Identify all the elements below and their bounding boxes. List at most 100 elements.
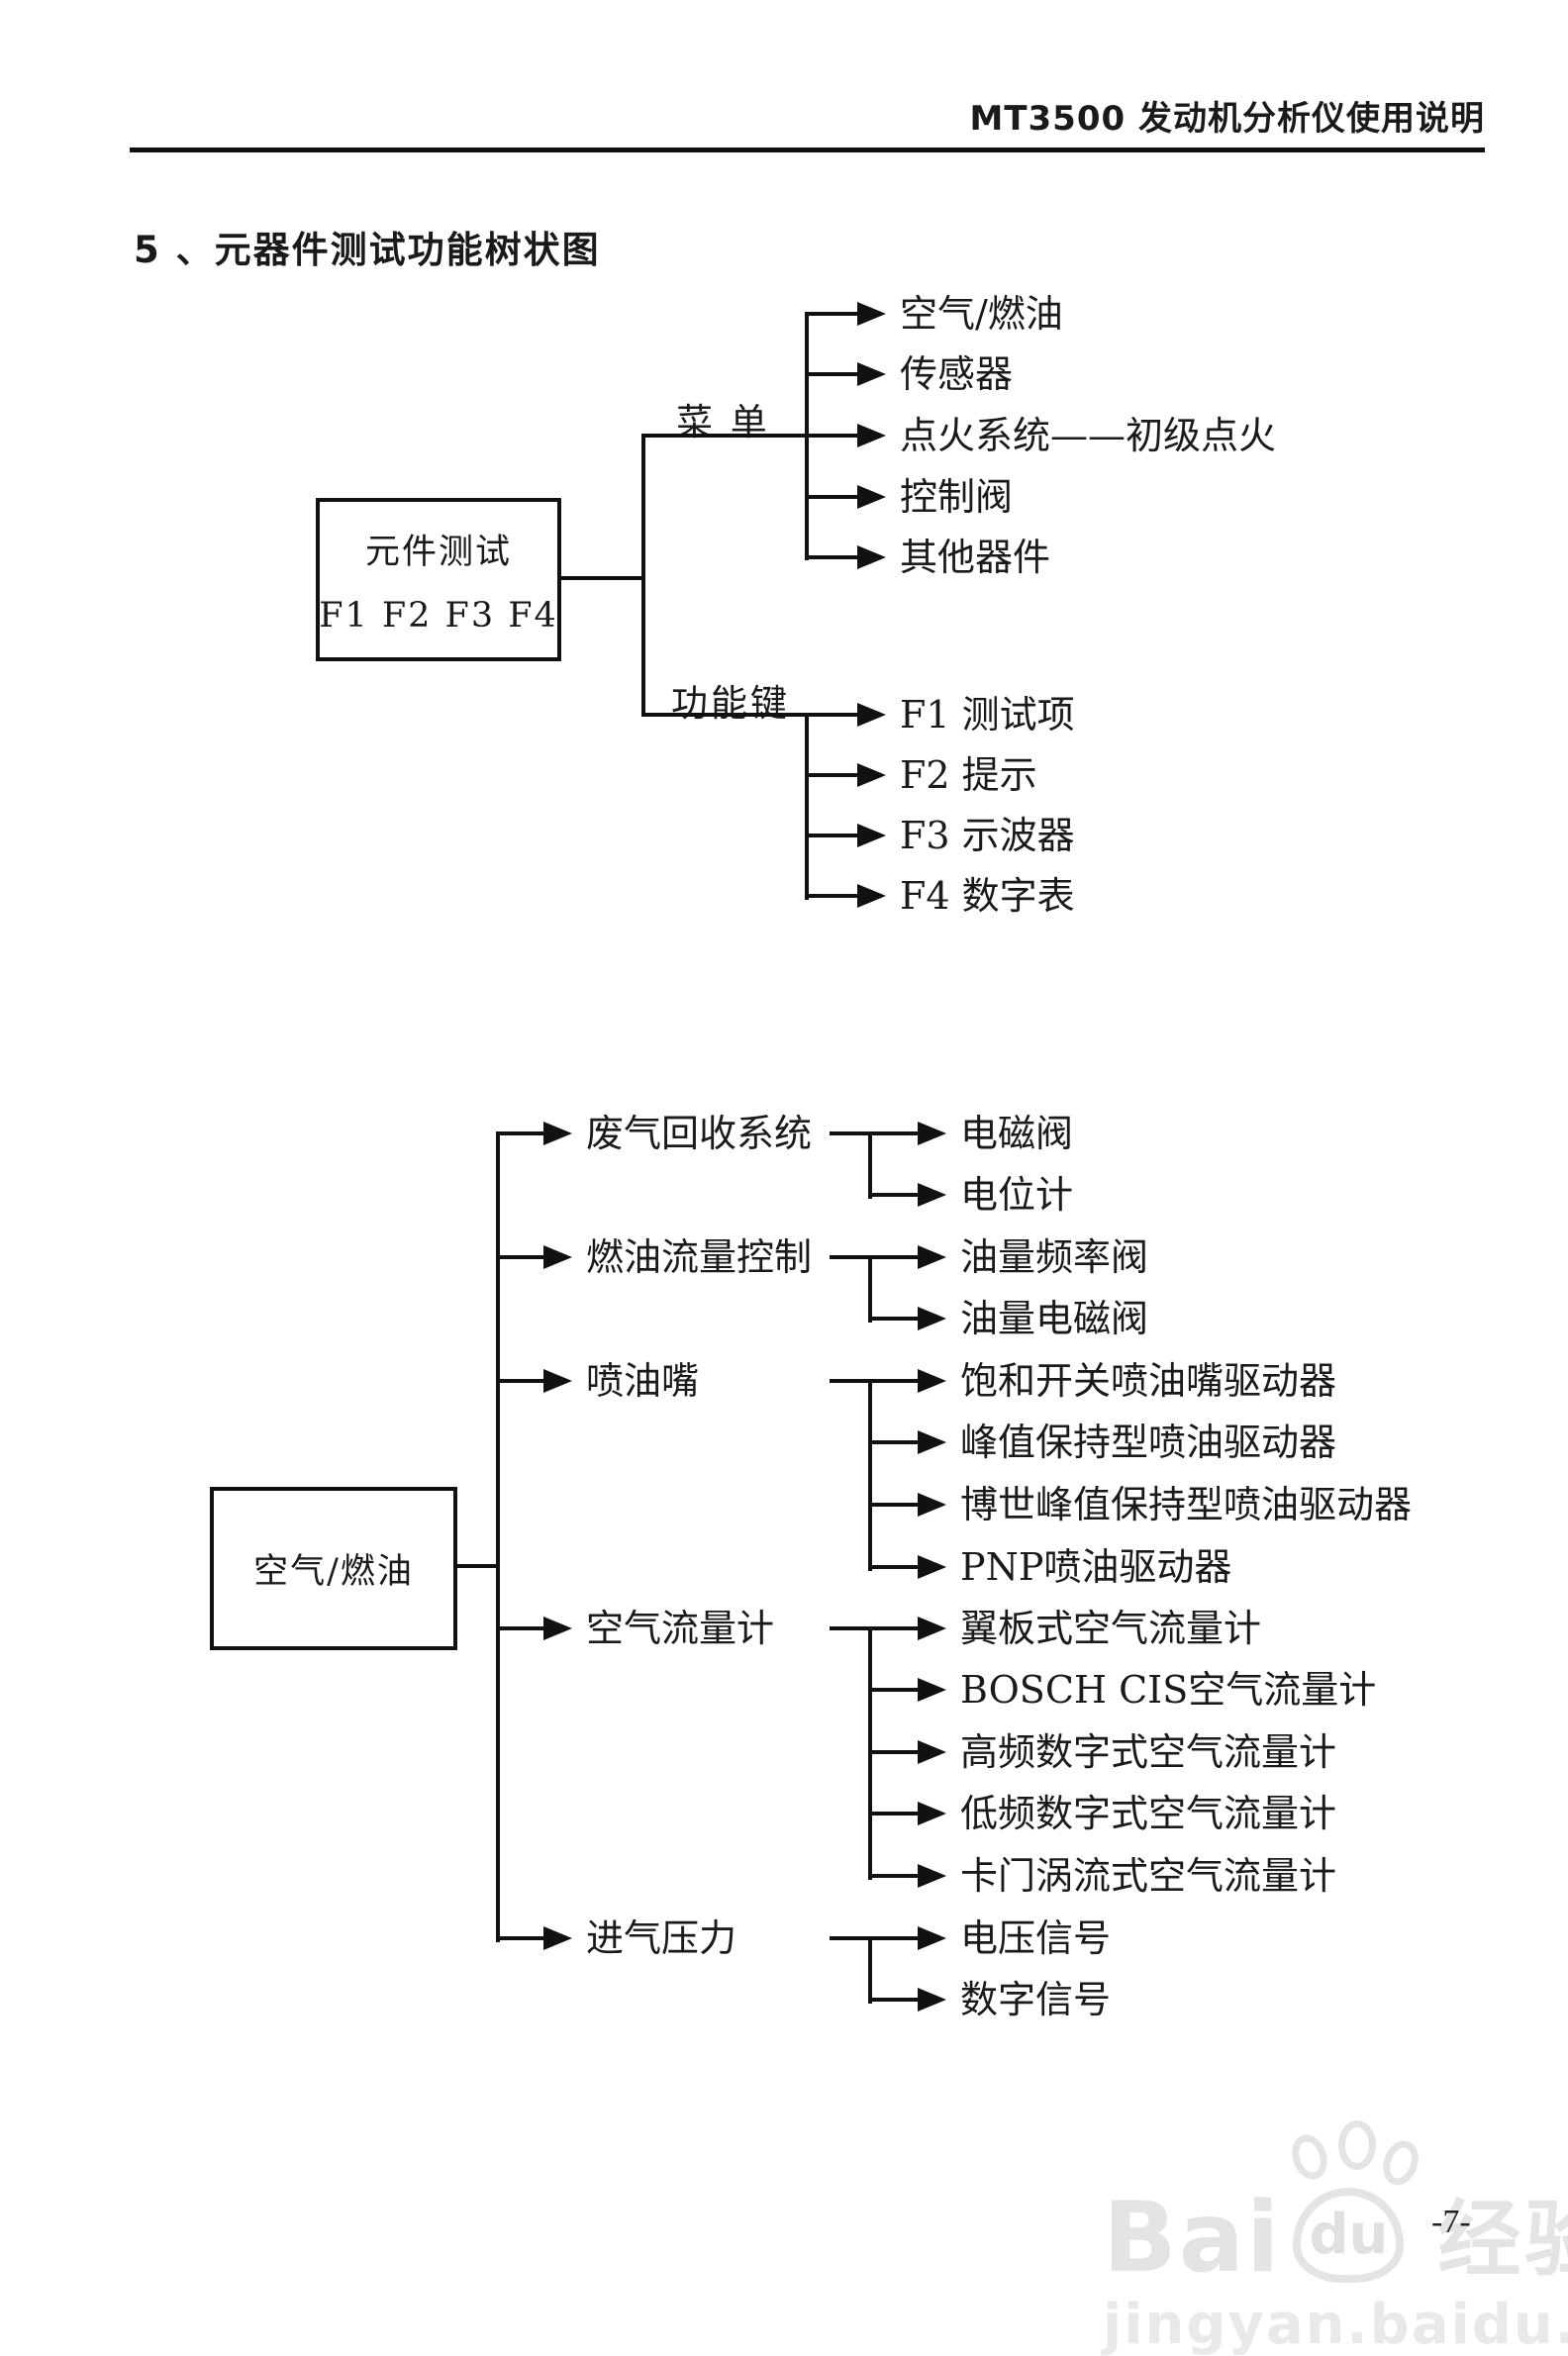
branch-label: 翼板式空气流量计 — [960, 1607, 1262, 1650]
baidu-bai-text: Bai — [1103, 2182, 1282, 2295]
tree2-root-box: 空气/燃油 — [210, 1487, 457, 1650]
tree1-fn-line — [641, 713, 809, 717]
arrowhead-icon — [857, 824, 886, 847]
subtree-stub — [830, 1131, 872, 1135]
branch-line — [805, 312, 857, 316]
branch-label: 控制阀 — [900, 475, 1014, 519]
branch-line — [496, 1936, 543, 1940]
tree1-root-box: 元件测试 F1 F2 F3 F4 — [316, 498, 561, 661]
branch-label: 空气流量计 — [586, 1607, 775, 1650]
branch-label: 电压信号 — [960, 1916, 1112, 1960]
branch-label: 低频数字式空气流量计 — [960, 1792, 1337, 1835]
tree1-fn-label: 功能键 — [671, 682, 790, 725]
baidu-logo: Bai du 经验 — [1103, 2120, 1568, 2295]
arrowhead-icon — [543, 1122, 572, 1145]
page-header-title: MT3500 发动机分析仪使用说明 — [969, 99, 1485, 139]
branch-label: 点火系统——初级点火 — [900, 414, 1277, 457]
arrowhead-icon — [918, 1678, 946, 1702]
tree1-root-name: 元件测试 — [364, 533, 512, 572]
arrowhead-icon — [857, 703, 886, 727]
page-number: -7- — [1431, 2204, 1471, 2240]
branch-label: 其他器件 — [900, 536, 1051, 579]
branch-line — [868, 1688, 918, 1692]
branch-line — [868, 1379, 918, 1383]
branch-line — [868, 1998, 918, 2002]
arrowhead-icon — [918, 1183, 946, 1207]
branch-line — [805, 434, 857, 438]
tree1-connector-line — [557, 576, 643, 580]
arrowhead-icon — [918, 1864, 946, 1888]
tree2-connector-line — [453, 1564, 500, 1568]
subtree-trunk — [868, 1379, 872, 1571]
branch-label: PNP喷油驱动器 — [960, 1545, 1232, 1589]
subtree-stub — [830, 1379, 872, 1383]
arrowhead-icon — [918, 1802, 946, 1825]
arrowhead-icon — [543, 1617, 572, 1640]
tree1-root-keys: F1 F2 F3 F4 — [319, 596, 558, 636]
branch-line — [496, 1131, 543, 1135]
arrowhead-icon — [857, 485, 886, 509]
section-title: 5 、元器件测试功能树状图 — [134, 229, 601, 271]
arrowhead-icon — [918, 1926, 946, 1950]
subtree-stub — [830, 1626, 872, 1630]
arrowhead-icon — [918, 1122, 946, 1145]
branch-label: 博世峰值保持型喷油驱动器 — [960, 1483, 1413, 1526]
branch-label: 废气回收系统 — [586, 1112, 813, 1155]
tree2-trunk — [496, 1131, 500, 1942]
branch-line — [805, 372, 857, 376]
branch-line — [868, 1317, 918, 1321]
branch-label: 进气压力 — [586, 1916, 737, 1960]
arrowhead-icon — [857, 424, 886, 447]
branch-line — [805, 555, 857, 559]
branch-line — [805, 773, 857, 777]
branch-line — [496, 1255, 543, 1259]
branch-line — [496, 1379, 543, 1383]
subtree-trunk — [868, 1255, 872, 1323]
tree1-menu-line — [641, 434, 809, 438]
branch-label: 电位计 — [960, 1173, 1074, 1217]
branch-label: F4 数字表 — [900, 874, 1075, 918]
branch-label: 电磁阀 — [960, 1112, 1074, 1155]
branch-label: F2 提示 — [900, 753, 1037, 797]
arrowhead-icon — [857, 545, 886, 569]
arrowhead-icon — [857, 302, 886, 326]
baidu-watermark: Bai du 经验 jingyan.baidu.com — [1103, 2120, 1568, 2356]
arrowhead-icon — [857, 362, 886, 386]
branch-line — [868, 1812, 918, 1816]
arrowhead-icon — [918, 1369, 946, 1393]
branch-label: 传感器 — [900, 352, 1014, 396]
branch-line — [868, 1440, 918, 1444]
arrowhead-icon — [857, 884, 886, 908]
arrowhead-icon — [918, 1555, 946, 1579]
baidu-paw-icon: du — [1285, 2120, 1435, 2287]
branch-line — [868, 1131, 918, 1135]
branch-label: 喷油嘴 — [586, 1359, 700, 1403]
branch-label: 饱和开关喷油嘴驱动器 — [960, 1359, 1337, 1403]
arrowhead-icon — [918, 1740, 946, 1764]
arrowhead-icon — [543, 1926, 572, 1950]
arrowhead-icon — [918, 1988, 946, 2012]
branch-line — [868, 1626, 918, 1630]
paw-pad: du — [1293, 2188, 1405, 2283]
branch-line — [805, 495, 857, 499]
arrowhead-icon — [918, 1617, 946, 1640]
subtree-stub — [830, 1255, 872, 1259]
arrowhead-icon — [543, 1245, 572, 1269]
paw-toe — [1287, 2129, 1333, 2185]
branch-label: 油量频率阀 — [960, 1235, 1149, 1279]
subtree-trunk — [868, 1936, 872, 2004]
branch-line — [868, 1750, 918, 1754]
branch-label: 数字信号 — [960, 1978, 1112, 2021]
baidu-jingyan-text: 经验 — [1437, 2191, 1568, 2288]
header-rule — [130, 147, 1485, 152]
branch-line — [868, 1255, 918, 1259]
watermark-url: jingyan.baidu.com — [1103, 2293, 1568, 2356]
arrowhead-icon — [543, 1369, 572, 1393]
arrowhead-icon — [857, 763, 886, 787]
branch-line — [805, 834, 857, 837]
branch-line — [868, 1874, 918, 1878]
branch-label: 峰值保持型喷油驱动器 — [960, 1421, 1337, 1464]
branch-label: BOSCH CIS空气流量计 — [960, 1668, 1377, 1712]
branch-label: 油量电磁阀 — [960, 1297, 1149, 1340]
